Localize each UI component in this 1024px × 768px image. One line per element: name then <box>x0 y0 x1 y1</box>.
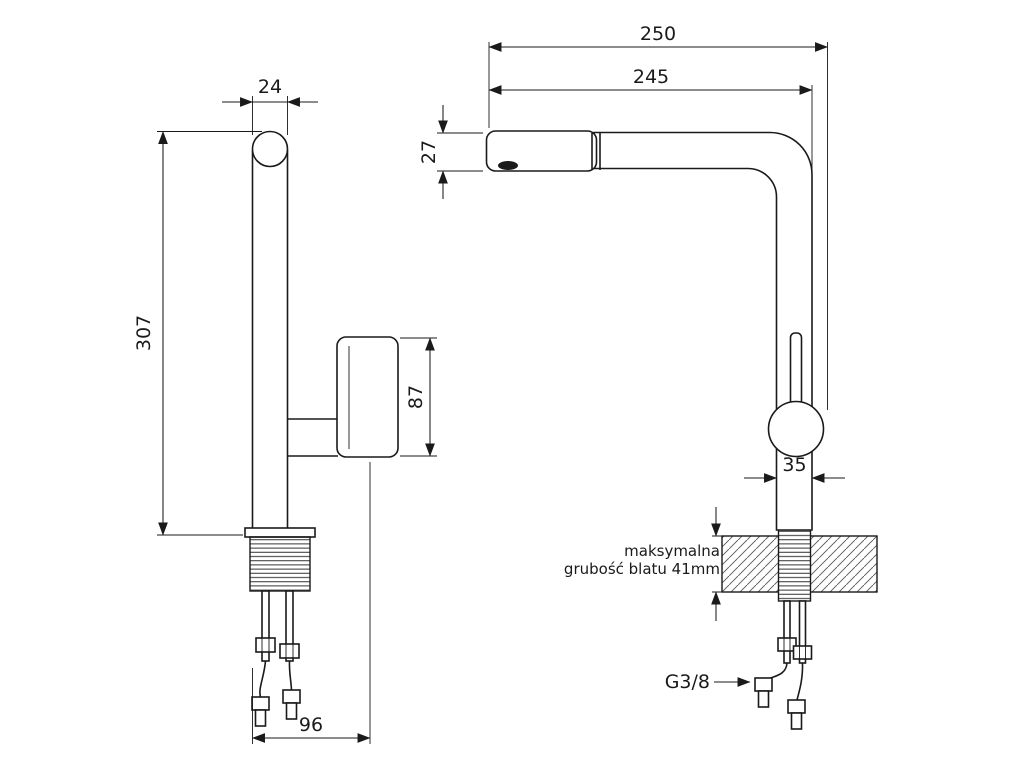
thread-callout: G3/8 <box>665 671 751 693</box>
mounting-nut <box>792 645 813 660</box>
dim-label-35: 35 <box>782 454 806 476</box>
aerator-outlet <box>498 161 518 170</box>
dim-label-245: 245 <box>633 66 669 88</box>
mounting-nut <box>279 643 300 659</box>
supply-hose <box>288 660 293 691</box>
hose-fitting <box>754 677 773 692</box>
dim-label-307: 307 <box>133 315 155 351</box>
dim-overall-depth: 250 <box>488 23 829 410</box>
dim-total-height: 307 <box>133 130 262 536</box>
left-view-side: 24 307 87 96 <box>133 76 437 744</box>
dim-label-96: 96 <box>299 714 323 736</box>
dim-body-width: 35 <box>744 454 845 483</box>
nut-facet-lines <box>261 638 270 652</box>
right-view-front: 250 245 27 35 maksymalna grubość bla <box>418 23 878 730</box>
handle-ball-joint <box>767 400 825 458</box>
hose-fitting <box>282 689 301 704</box>
supply-hose <box>259 660 267 698</box>
dim-spout-width: 24 <box>222 76 318 135</box>
mixer-body-side <box>336 336 399 458</box>
dim-label-250: 250 <box>640 23 676 45</box>
spout-ball-top <box>251 130 289 168</box>
mounting-stud <box>783 600 791 664</box>
spout-and-riser <box>593 131 813 531</box>
mounting-nut <box>255 637 276 653</box>
handle-lever <box>789 332 803 406</box>
hose-fitting <box>251 696 270 711</box>
hose-fitting <box>787 699 806 714</box>
threaded-shank-right <box>777 527 812 602</box>
mounting-nut <box>777 637 797 652</box>
spray-head-joint-lines <box>591 133 601 170</box>
thread-label-g38: G3/8 <box>665 671 710 693</box>
hose-fitting-tip <box>285 702 298 720</box>
counter-note-line2: grubość blatu 41mm <box>564 560 720 578</box>
body-connector <box>287 418 338 457</box>
counter-note-line1: maksymalna <box>624 542 720 560</box>
dim-body-height: 87 <box>400 337 437 457</box>
dim-label-24: 24 <box>258 76 282 98</box>
hose-fitting-tip <box>790 712 803 730</box>
pullout-spray-head <box>485 130 598 172</box>
dim-spout-reach: 245 <box>488 66 813 172</box>
nut-facet-lines <box>799 646 806 659</box>
nut-facet-lines <box>783 638 791 651</box>
counter-thickness-annotation: maksymalna grubość blatu 41mm <box>564 507 722 621</box>
spout-riser-pipe <box>251 150 289 536</box>
dim-label-27: 27 <box>418 140 440 164</box>
hose-fitting-tip <box>254 709 267 727</box>
threaded-shank-left <box>249 536 311 592</box>
supply-hose <box>796 662 804 701</box>
hose-fitting-tip <box>757 690 770 708</box>
dim-spout-end-height: 27 <box>418 105 483 199</box>
dim-label-87: 87 <box>405 385 427 409</box>
nut-facet-lines <box>285 644 294 658</box>
dim-base-depth: 96 <box>251 462 371 744</box>
base-flange <box>244 527 316 538</box>
